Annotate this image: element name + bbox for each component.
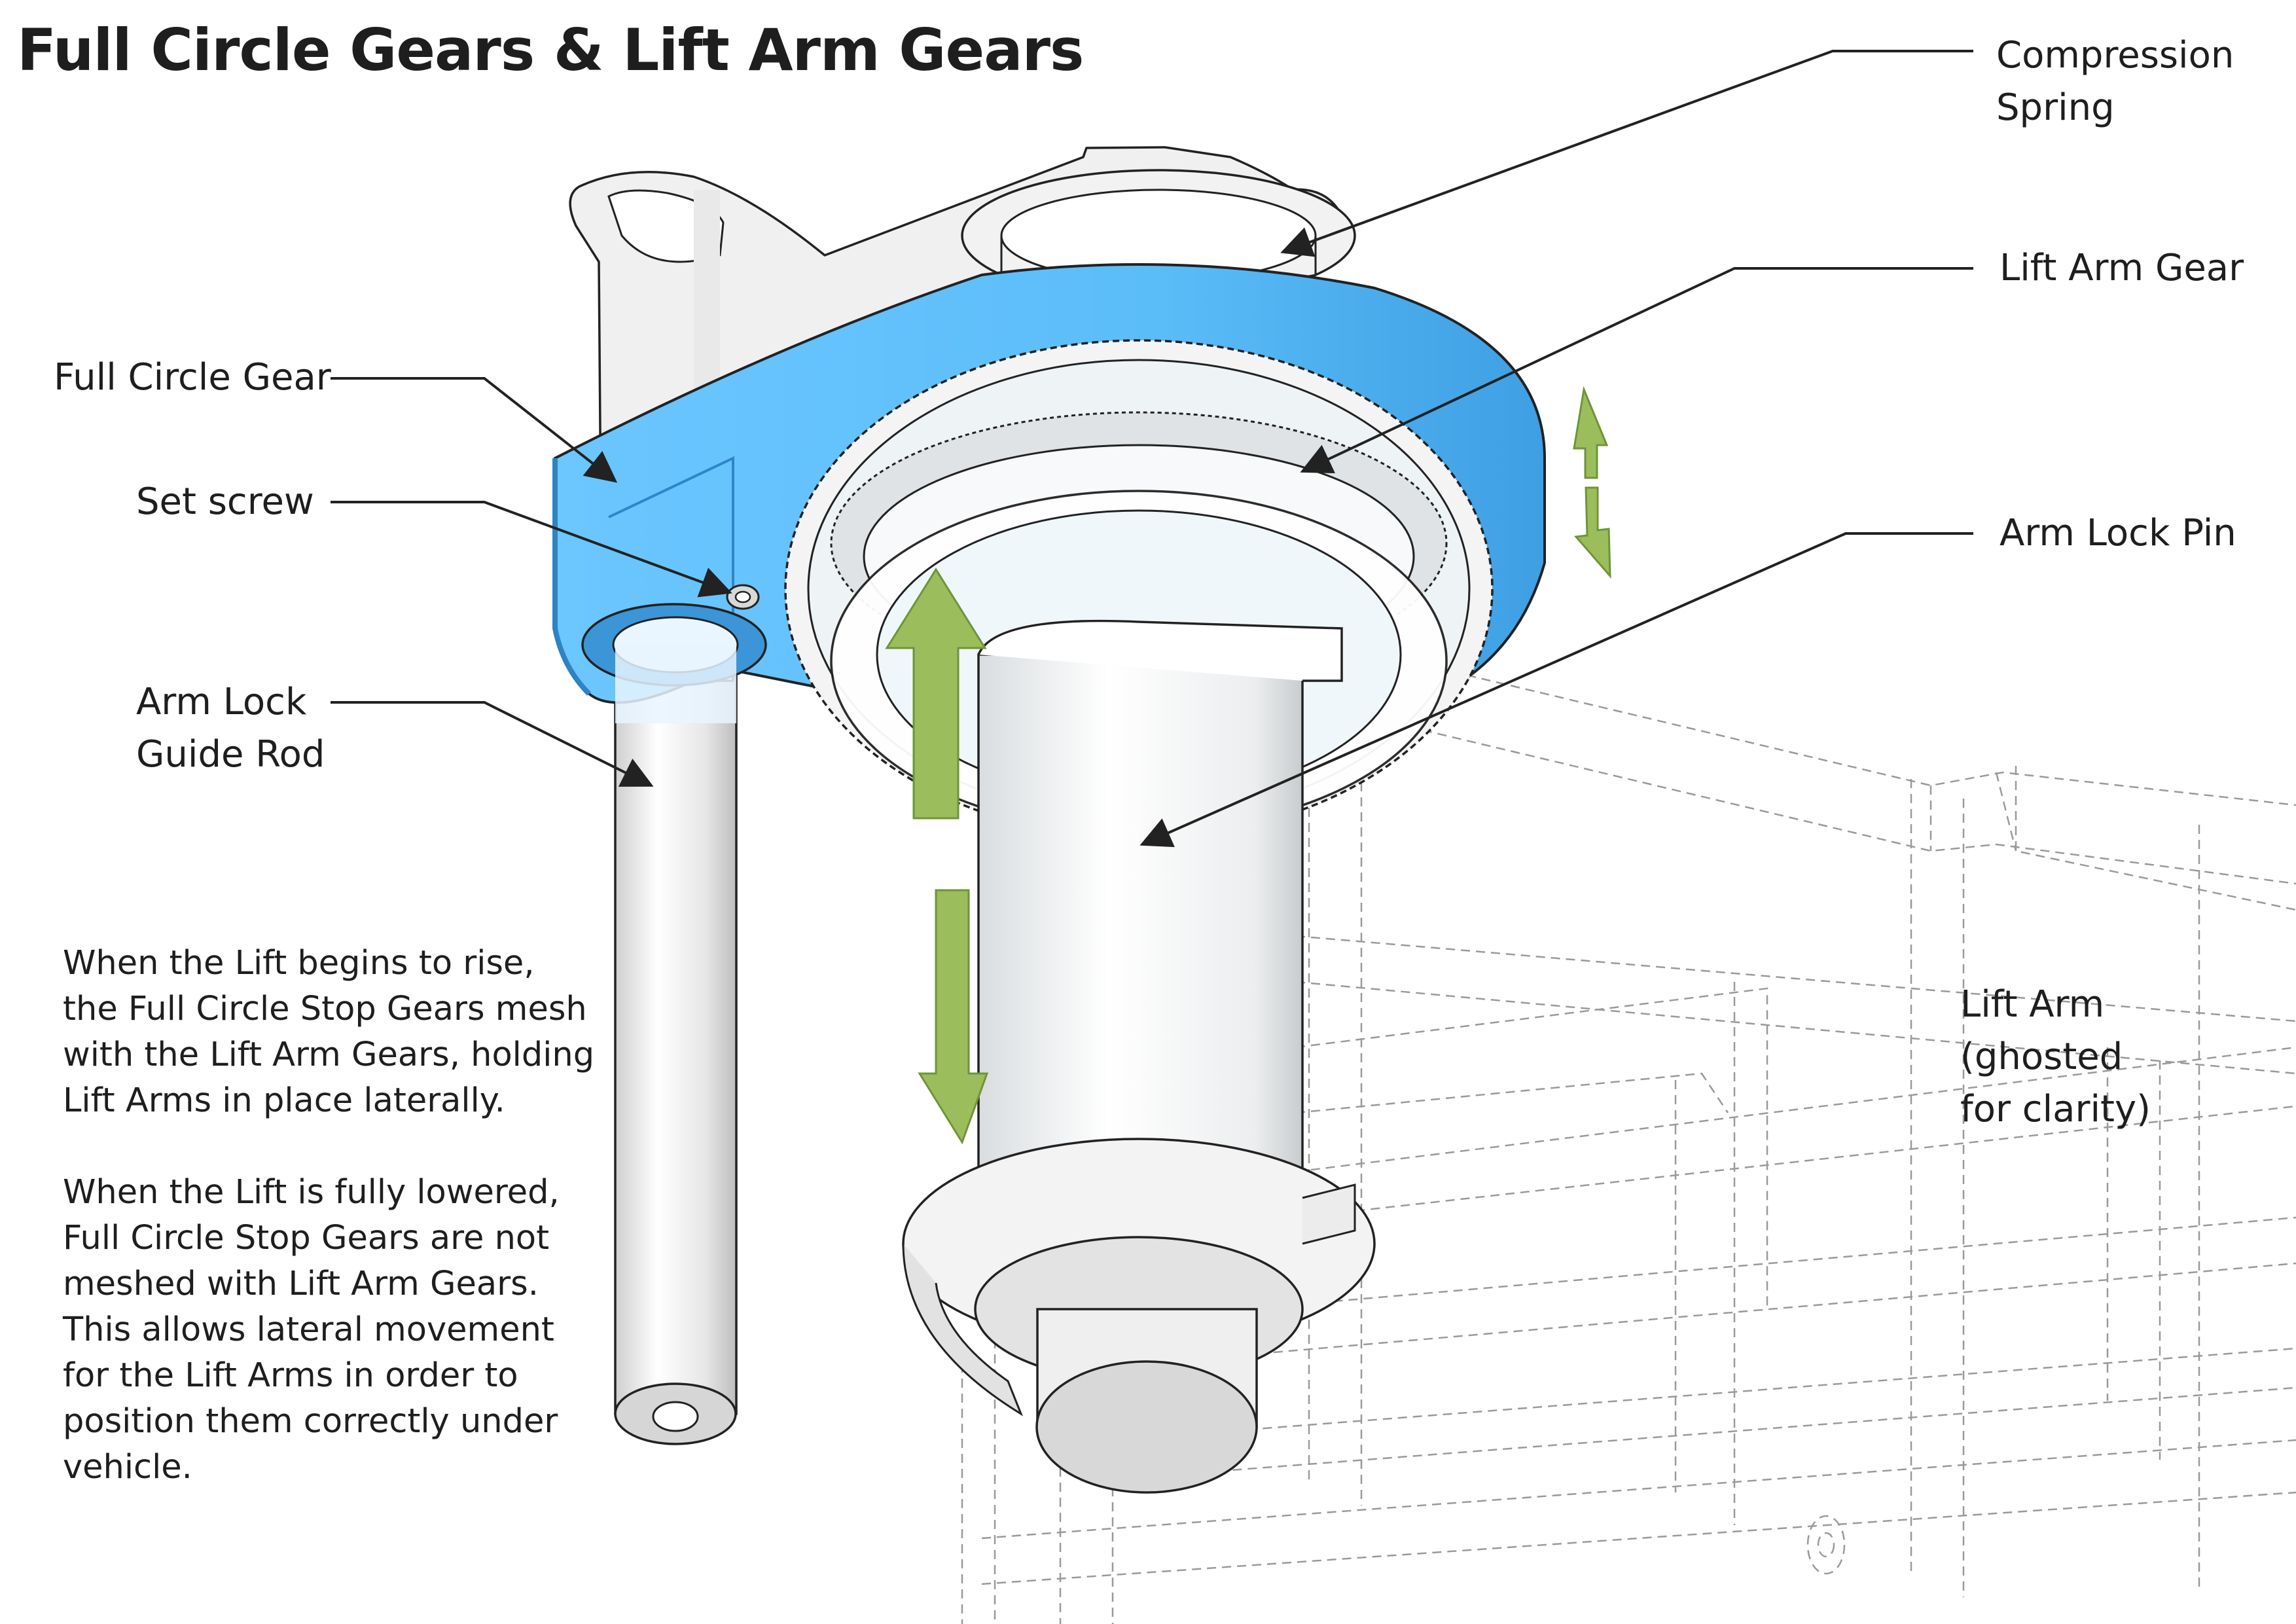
paragraph-line: with the Lift Arm Gears, holding — [63, 1036, 595, 1074]
label-line: Spring — [1996, 86, 2115, 129]
arm-lock-pin — [902, 619, 1376, 1494]
paragraph-line: the Full Circle Stop Gears mesh — [63, 990, 587, 1028]
label-compression-spring: Compression Spring — [1996, 29, 2234, 134]
double-arrow-icon — [1573, 386, 1611, 579]
leader-guide-rod — [331, 701, 654, 787]
motion-arrows — [885, 386, 1611, 1145]
label-lift-arm-gear: Lift Arm Gear — [2000, 247, 2244, 289]
label-arm-lock-pin: Arm Lock Pin — [2000, 512, 2236, 554]
leader-set-screw — [331, 501, 732, 598]
label-arm-lock-guide-rod: Arm Lock Guide Rod — [136, 676, 325, 781]
arrow-down-icon — [918, 889, 989, 1145]
description-lift-lowered: When the Lift is fully lowered, Full Cir… — [63, 1170, 560, 1490]
label-line: Lift Arm — [1960, 983, 2105, 1026]
label-line: Arm Lock — [136, 681, 307, 723]
paragraph-line: When the Lift begins to rise, — [63, 944, 535, 983]
leader-full-circle-gear — [331, 377, 618, 483]
guide-rod — [614, 660, 738, 1445]
description-lift-rising: When the Lift begins to rise, the Full C… — [63, 941, 594, 1124]
paragraph-line: This allows lateral movement — [63, 1310, 554, 1349]
paragraph-line: vehicle. — [63, 1448, 192, 1487]
label-full-circle-gear: Full Circle Gear — [54, 356, 331, 399]
label-line: Guide Rod — [136, 733, 325, 776]
paragraph-line: Lift Arms in place laterally. — [63, 1081, 505, 1120]
arrow-up-icon — [885, 568, 987, 820]
paragraph-line: Full Circle Stop Gears are not — [63, 1219, 550, 1257]
set-screw — [726, 584, 760, 610]
paragraph-line: position them correctly under — [63, 1402, 558, 1441]
leader-lift-arm-gear — [1300, 267, 1973, 474]
leader-compression-spring — [1280, 50, 1973, 257]
leader-lines — [331, 50, 1973, 848]
paragraph-line: When the Lift is fully lowered, — [63, 1173, 560, 1212]
page-title: Full Circle Gears & Lift Arm Gears — [17, 16, 1084, 84]
paragraph-line: meshed with Lift Arm Gears. — [63, 1265, 539, 1303]
label-line: Compression — [1996, 34, 2234, 77]
leader-arm-lock-pin — [1139, 532, 1973, 848]
paragraph-line: for the Lift Arms in order to — [63, 1356, 518, 1395]
label-line: (ghosted — [1960, 1036, 2123, 1078]
label-line: for clarity) — [1960, 1088, 2151, 1130]
label-lift-arm-ghosted: Lift Arm (ghosted for clarity) — [1960, 979, 2151, 1136]
label-set-screw: Set screw — [136, 480, 314, 523]
